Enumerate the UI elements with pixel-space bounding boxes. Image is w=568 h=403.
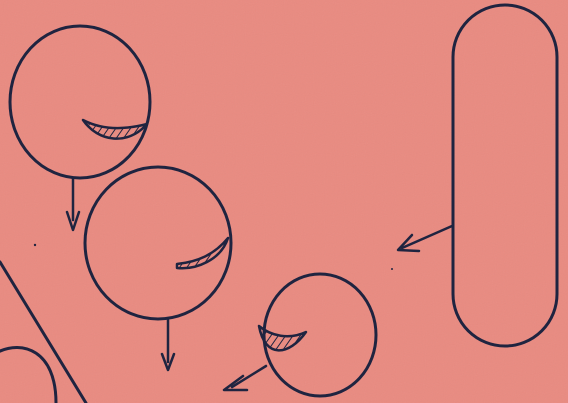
ink-speck [34,244,36,246]
ink-speck [391,268,393,270]
